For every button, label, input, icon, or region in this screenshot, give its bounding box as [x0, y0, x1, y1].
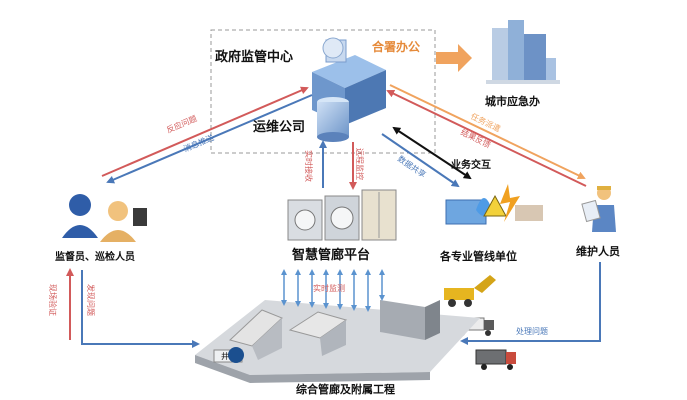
edge-data-sharing — [381, 133, 460, 188]
inspectors-people-icon — [62, 194, 147, 242]
edge-task-dispatch — [389, 84, 586, 180]
data-sharing-label: 数据共享 — [396, 153, 428, 179]
edge-feedback-issue — [101, 86, 309, 177]
om-company-label: 运维公司 — [253, 119, 305, 135]
excavator-icon — [444, 275, 496, 307]
tunnel-monitor-arrows — [281, 269, 385, 312]
utility-tunnel-illustration: 井 — [195, 300, 480, 383]
platform-label: 智慧管廊平台 — [292, 247, 370, 263]
om-company-building-icon — [317, 97, 349, 142]
realtime-monitor-label: 实时监测 — [313, 283, 345, 293]
dump-truck-icon — [475, 349, 516, 370]
gov-center-label: 政府监管中心 — [215, 49, 293, 65]
pipeline-units-label: 各专业管线单位 — [439, 249, 517, 263]
realtime-receive-label: 实时接收 — [304, 150, 314, 182]
city-emergency-building-icon — [486, 20, 560, 84]
city-emergency-label: 城市应急办 — [485, 94, 540, 108]
edge-result-feedback — [386, 89, 587, 187]
utility-tunnel-label: 综合管廊及附属工程 — [296, 382, 395, 396]
pipeline-units-icon — [445, 184, 543, 225]
handle-issue-label: 处理问题 — [516, 326, 548, 336]
edge-business-interaction — [392, 126, 472, 180]
co-office-label: 合署办公 — [372, 39, 420, 54]
maintenance-person-icon — [581, 186, 616, 232]
feedback-issue-label: 反应问题 — [165, 113, 198, 135]
edge-find-issue — [81, 270, 200, 348]
find-issue-label: 发现问题 — [86, 284, 96, 316]
edge-info-push — [106, 94, 313, 184]
platform-cabinets-icon — [287, 189, 397, 241]
co-office-to-emergency-arrow — [436, 44, 472, 72]
business-interaction-label: 业务交互 — [451, 158, 491, 171]
edge-handle-issue — [460, 262, 601, 345]
field-verify-label: 现场验证 — [48, 284, 58, 316]
inspectors-label: 监督员、巡检人员 — [55, 250, 135, 263]
remote-control-label: 远程监控 — [355, 148, 365, 180]
well-label: 井 — [221, 351, 229, 361]
maintenance-label: 维护人员 — [576, 244, 620, 258]
